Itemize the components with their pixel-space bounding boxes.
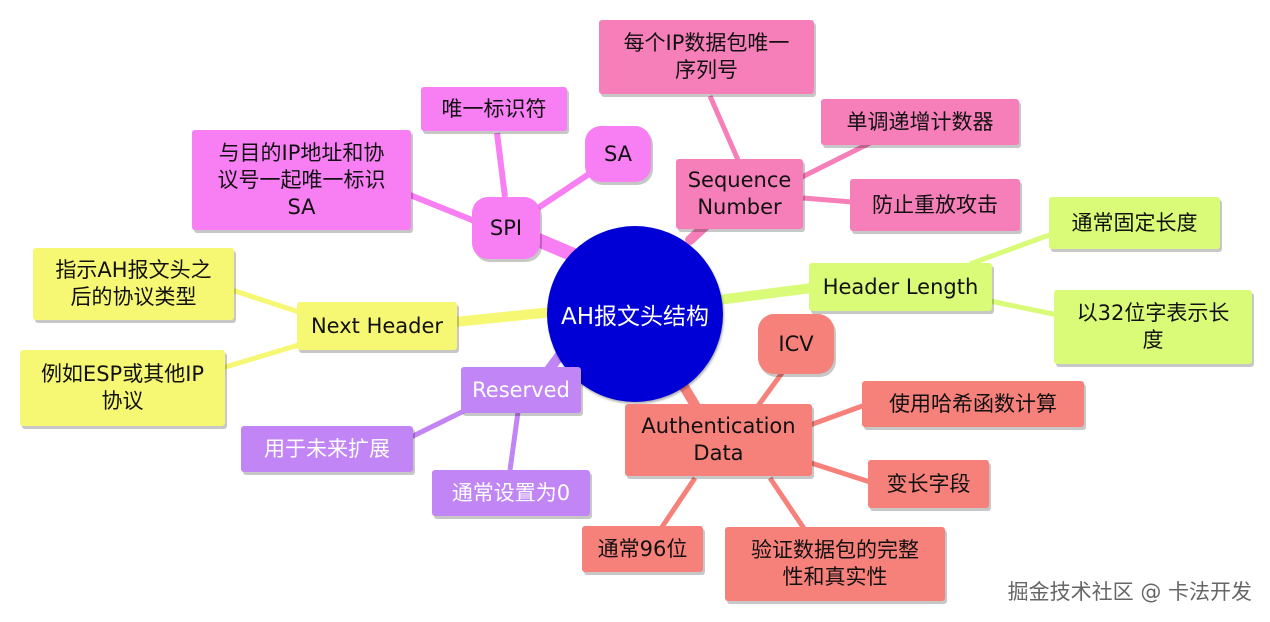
link-nh-example	[221, 340, 306, 371]
nh-indicates-node: 指示AH报文头之 后的协议类型	[33, 248, 234, 320]
hl-fixed-node: 通常固定长度	[1049, 197, 1220, 249]
auth-variable-node: 变长字段	[868, 460, 989, 508]
spi-node: SPI	[472, 197, 540, 259]
auth-96bit-node: 通常96位	[582, 526, 703, 572]
spi-sa-node: SA	[585, 126, 651, 182]
link-seq-unique	[707, 94, 741, 162]
seq-unique-node: 每个IP数据包唯一 序列号	[599, 20, 814, 94]
res-future-node: 用于未来扩展	[241, 426, 413, 472]
link-seq-replay	[802, 195, 853, 205]
link-auth-verify	[767, 476, 808, 532]
next-header-node: Next Header	[297, 302, 457, 350]
center-node: AH报文头结构	[547, 226, 723, 402]
header-length-node: Header Length	[809, 263, 992, 311]
auth-verify-node: 验证数据包的完整 性和真实性	[725, 527, 945, 601]
nh-example-node: 例如ESP或其他IP 协议	[20, 350, 225, 426]
watermark: 掘金技术社区 @ 卡法开发	[1007, 580, 1252, 604]
res-zero-node: 通常设置为0	[432, 470, 590, 516]
link-center-header-length	[713, 283, 817, 305]
spi-desc-node: 与目的IP地址和协 议号一起唯一标识 SA	[192, 130, 411, 230]
link-auth-hash	[809, 402, 866, 428]
link-auth-variable	[807, 459, 871, 485]
link-res-future	[403, 405, 472, 443]
link-nh-indicates	[231, 287, 306, 317]
link-seq-counter	[798, 139, 874, 181]
link-res-zero	[507, 411, 521, 471]
auth-hash-node: 使用哈希函数计算	[862, 381, 1084, 427]
authentication-data-node: Authentication Data	[625, 404, 812, 476]
auth-icv-node: ICV	[758, 314, 834, 374]
link-auth-96	[657, 476, 698, 532]
link-spi-desc	[408, 192, 479, 225]
sequence-number-node: Sequence Number	[676, 159, 803, 229]
hl-32bit-node: 以32位字表示长 度	[1054, 290, 1252, 364]
link-center-next-header	[450, 307, 557, 327]
link-hl-fixed	[969, 231, 1053, 267]
seq-counter-node: 单调递增计数器	[821, 99, 1019, 145]
reserved-node: Reserved	[461, 367, 581, 413]
seq-replay-node: 防止重放攻击	[850, 179, 1020, 231]
link-hl-32bit	[984, 297, 1059, 318]
spi-unique-id-node: 唯一标识符	[421, 87, 567, 131]
link-spi-sa	[533, 167, 597, 213]
link-spi-unique-id	[494, 132, 508, 198]
